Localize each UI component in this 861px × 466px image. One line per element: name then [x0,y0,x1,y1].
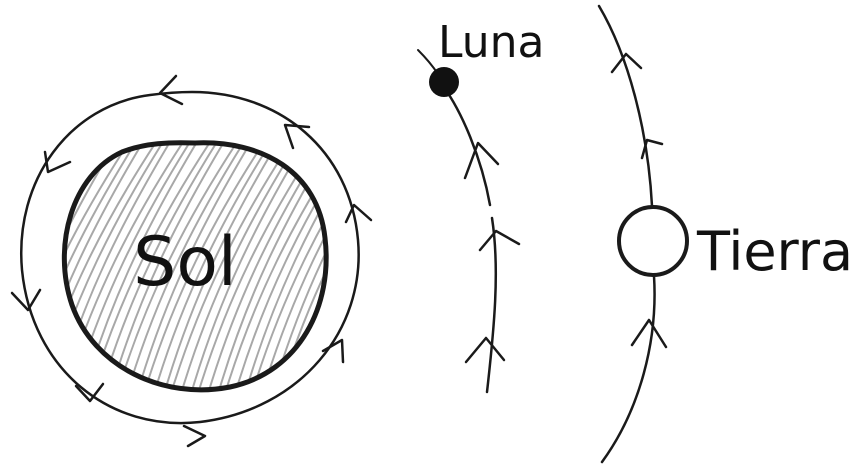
sun-hatch-line [132,142,264,390]
sun-hatch-line [168,142,300,390]
moon [429,67,459,97]
orbit-arrow-top-right-icon [283,123,311,150]
sun-hatch-line [123,142,255,390]
orbit-arrow-top-icon [158,74,184,106]
sun-hatch-line [258,142,327,390]
sun-hatch-line [64,142,156,390]
moon-path-line-lower [485,216,498,394]
sun-hatch-line [64,142,174,390]
sun-hatch-line [249,142,327,390]
sun-hatch-line [114,142,246,390]
earth-arrow-upper-icon [640,138,664,160]
earth-path-line-lower [600,274,656,464]
moon-path-line-upper [438,80,492,207]
sun-hatch-line [64,142,183,390]
orbit-arrow-right-icon [344,203,373,224]
sun-hatch-line [64,142,147,390]
sun-hatch-line [150,142,282,390]
sun-hatch-line [141,142,273,390]
sun-orbit [10,74,373,448]
earth-arrow-top-icon [610,52,643,74]
orbit-arrow-left-upper-icon [43,150,72,174]
moon-arrow-middle-icon [478,229,521,252]
orbit-arrow-bottom-right-icon [321,338,345,364]
sun-hatch-line [222,142,327,390]
orbit-arrow-bottom-icon [182,424,207,448]
moon-arrow-upper-icon [463,141,500,180]
orbit-arrow-left-lower-icon [10,288,42,312]
earth-path-line-upper [597,4,654,208]
sun-hatch-line [240,142,327,390]
sun: Sol [61,140,329,393]
moon-arrow-lower-icon [464,336,506,364]
earth-arrow-lower-icon [630,318,668,349]
earth-label: Tierra [696,220,853,283]
earth-path: Tierra [597,4,853,464]
earth [617,205,689,277]
sun-hatch-line [64,142,138,390]
sun-outline [61,140,329,393]
orbit-arrow-bottom-left-icon [74,382,105,403]
moon-label: Luna [438,17,544,68]
sun-orbit-ring [19,90,360,425]
sun-hatch-line [231,142,327,390]
sun-label: Sol [133,223,237,302]
moon-path: Luna [417,17,544,394]
sun-hatch-line [64,142,165,390]
sun-hatch-line [159,142,291,390]
